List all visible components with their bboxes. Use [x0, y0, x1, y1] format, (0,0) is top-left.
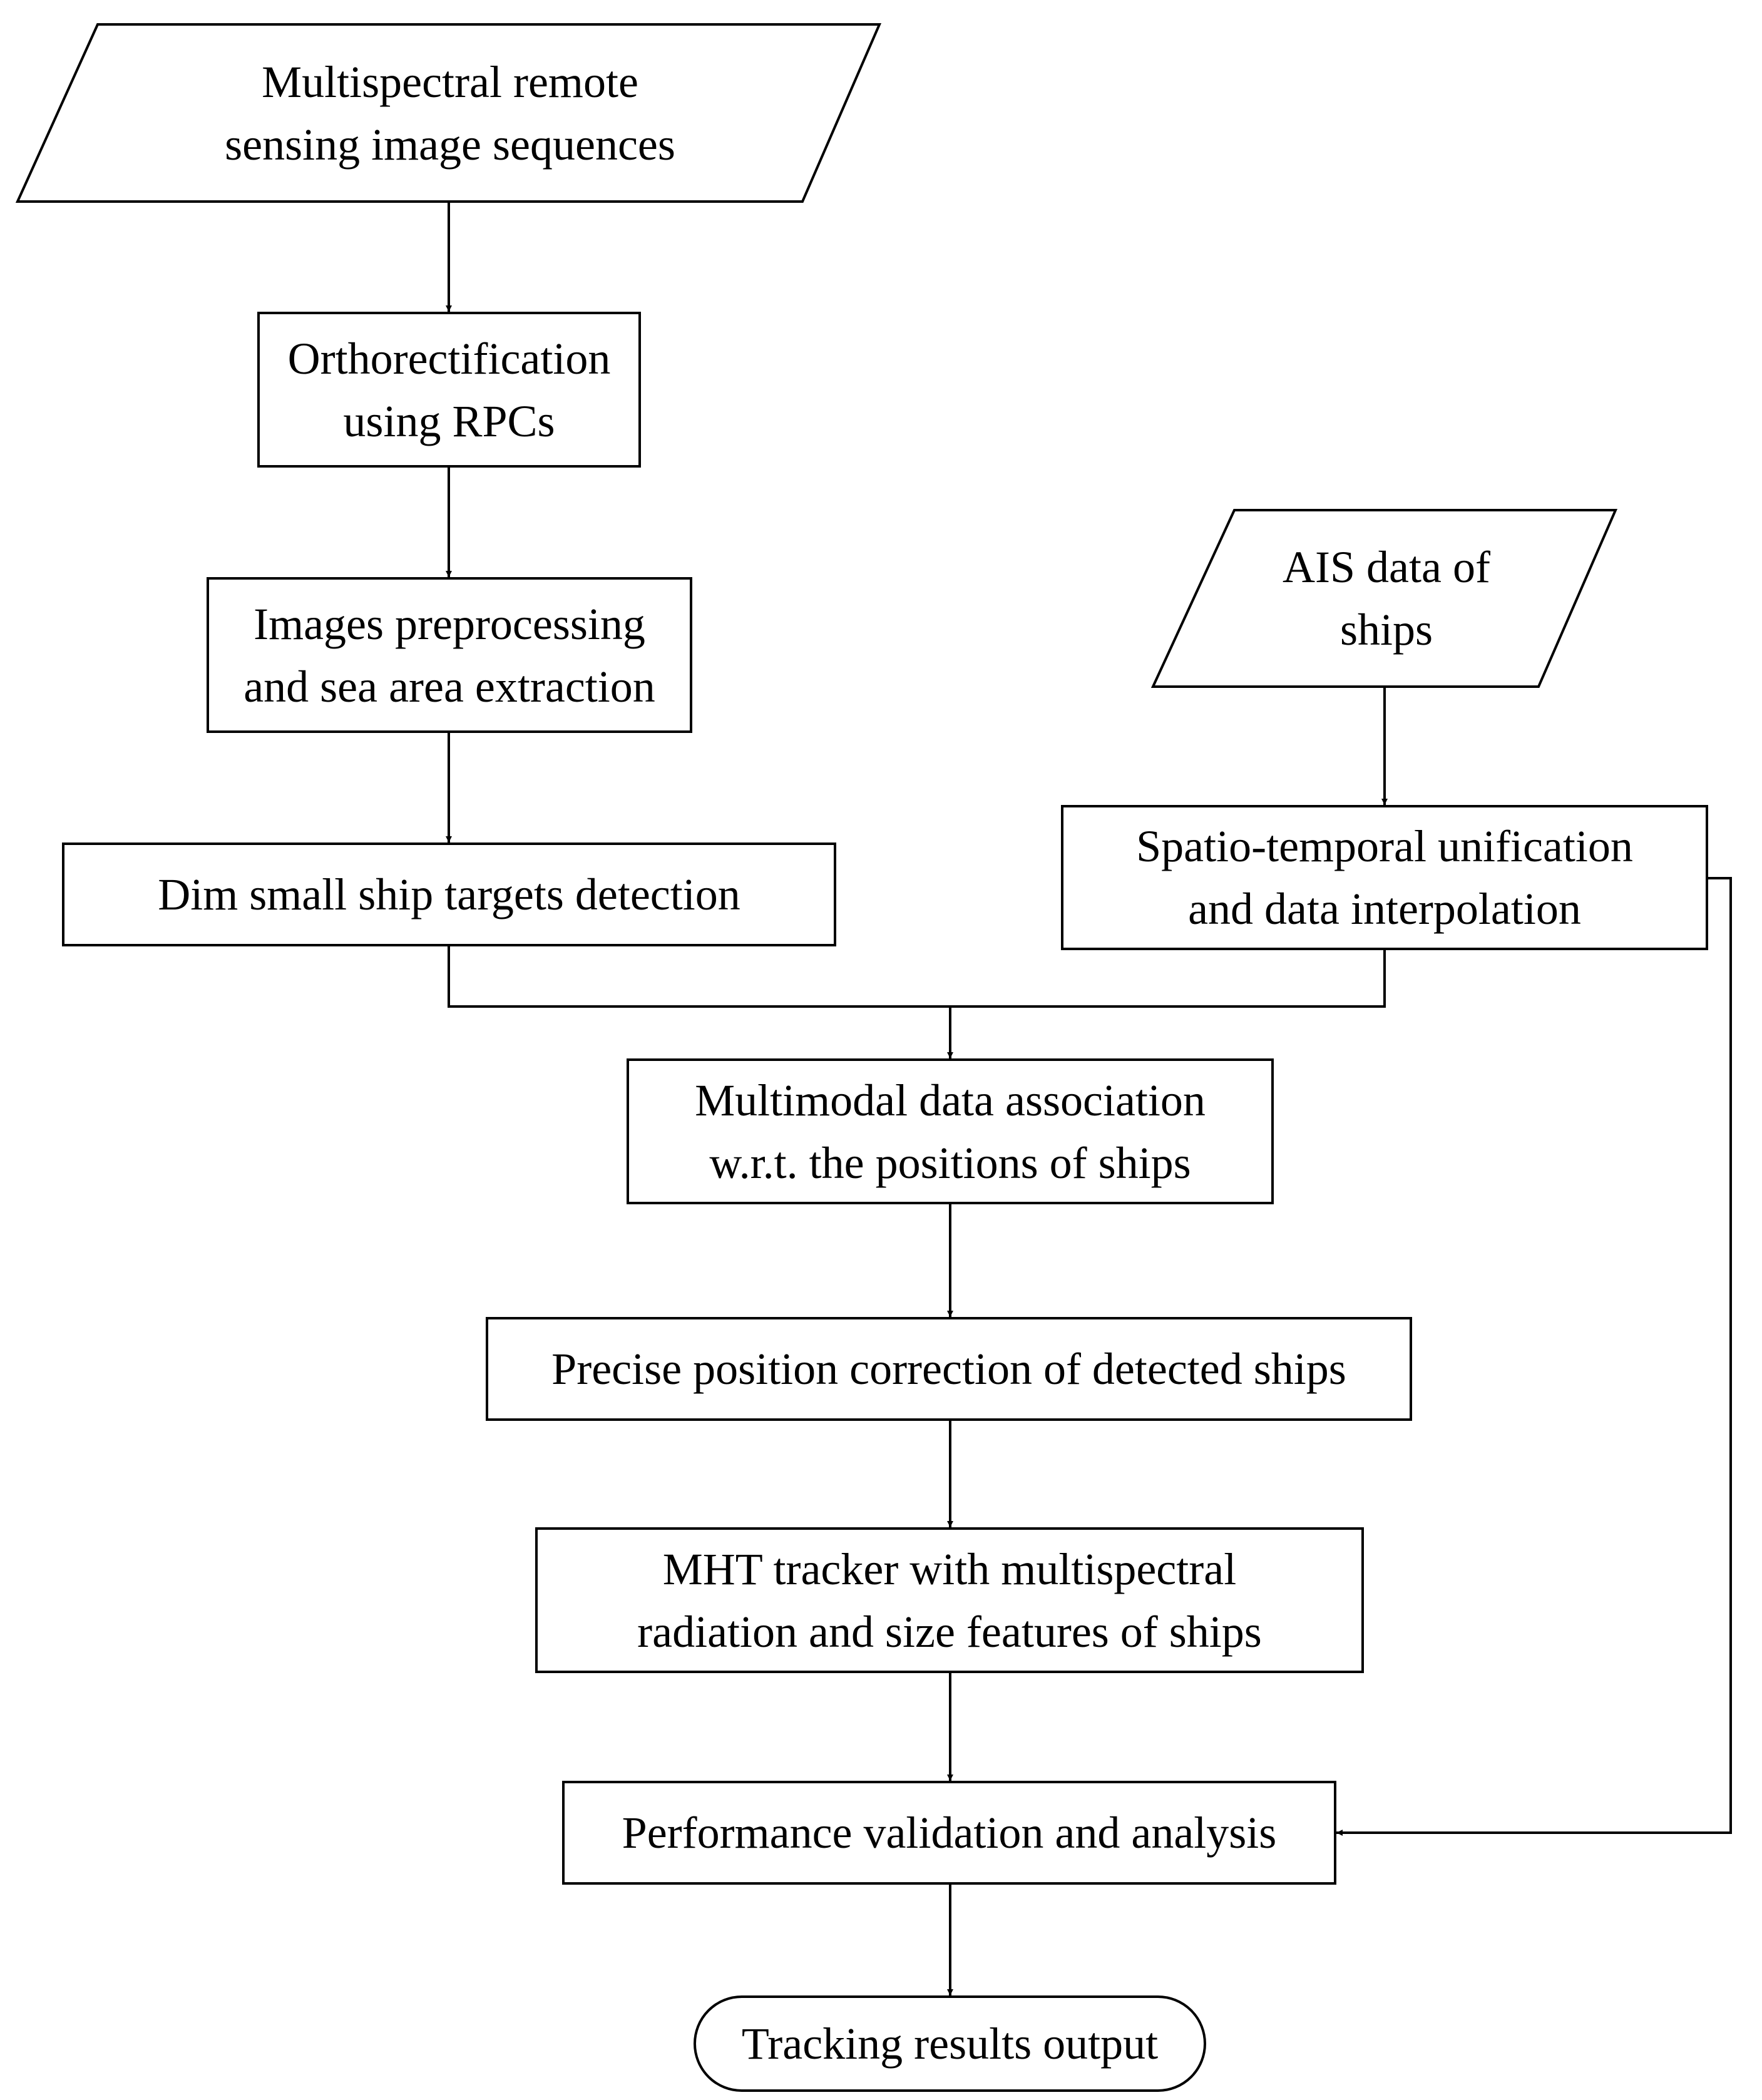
association-box: [627, 1058, 1274, 1204]
output-label: Tracking results output: [695, 1997, 1205, 2091]
orthorectification-line1: Orthorectification: [287, 333, 611, 384]
input-images-label: Multispectral remote sensing image seque…: [98, 24, 802, 202]
orthorectification-box: [257, 312, 641, 468]
output-line1: Tracking results output: [741, 2019, 1159, 2069]
ais-data-line1: AIS data of: [1283, 542, 1490, 592]
validation-line1: Performance validation and analysis: [622, 1808, 1277, 1858]
arrow-unification-to-validation: [1336, 877, 1732, 1836]
preprocessing-line2: and sea area extraction: [243, 661, 655, 712]
input-images-line2: sensing image sequences: [225, 119, 675, 170]
association-label: Multimodal data association w.r.t. the p…: [628, 1060, 1273, 1203]
association-line1: Multimodal data association: [695, 1075, 1206, 1125]
input-images-line1: Multispectral remote: [262, 56, 638, 107]
detection-line1: Dim small ship targets detection: [158, 869, 740, 919]
input-images-shape: [15, 23, 882, 203]
correction-line1: Precise position correction of detected …: [551, 1344, 1346, 1394]
ais-data-line2: ships: [1339, 605, 1433, 655]
detection-box: [62, 843, 836, 946]
orthorectification-label: Orthorectification using RPCs: [259, 313, 640, 466]
unification-line2: and data interpolation: [1188, 884, 1581, 934]
mht-tracker-line2: radiation and size features of ships: [637, 1606, 1262, 1657]
orthorectification-line2: using RPCs: [343, 396, 555, 446]
unification-label: Spatio-temporal unification and data int…: [1062, 806, 1707, 949]
validation-box: [562, 1781, 1336, 1885]
ais-data-label: AIS data of ships: [1234, 510, 1539, 687]
mht-tracker-line1: MHT tracker with multispectral: [662, 1544, 1237, 1594]
output-terminal: [694, 1995, 1206, 2092]
mht-tracker-box: [535, 1527, 1364, 1673]
preprocessing-label: Images preprocessing and sea area extrac…: [208, 578, 691, 732]
mht-tracker-label: MHT tracker with multispectral radiation…: [536, 1529, 1363, 1672]
preprocessing-line1: Images preprocessing: [254, 598, 645, 649]
connector-detection-merge: [448, 945, 1386, 1008]
correction-label: Precise position correction of detected …: [487, 1318, 1411, 1420]
detection-label: Dim small ship targets detection: [63, 844, 835, 945]
association-line2: w.r.t. the positions of ships: [709, 1137, 1191, 1188]
validation-label: Performance validation and analysis: [563, 1782, 1335, 1883]
unification-line1: Spatio-temporal unification: [1136, 821, 1633, 871]
correction-box: [486, 1317, 1412, 1421]
ais-data-shape: [1150, 509, 1618, 688]
